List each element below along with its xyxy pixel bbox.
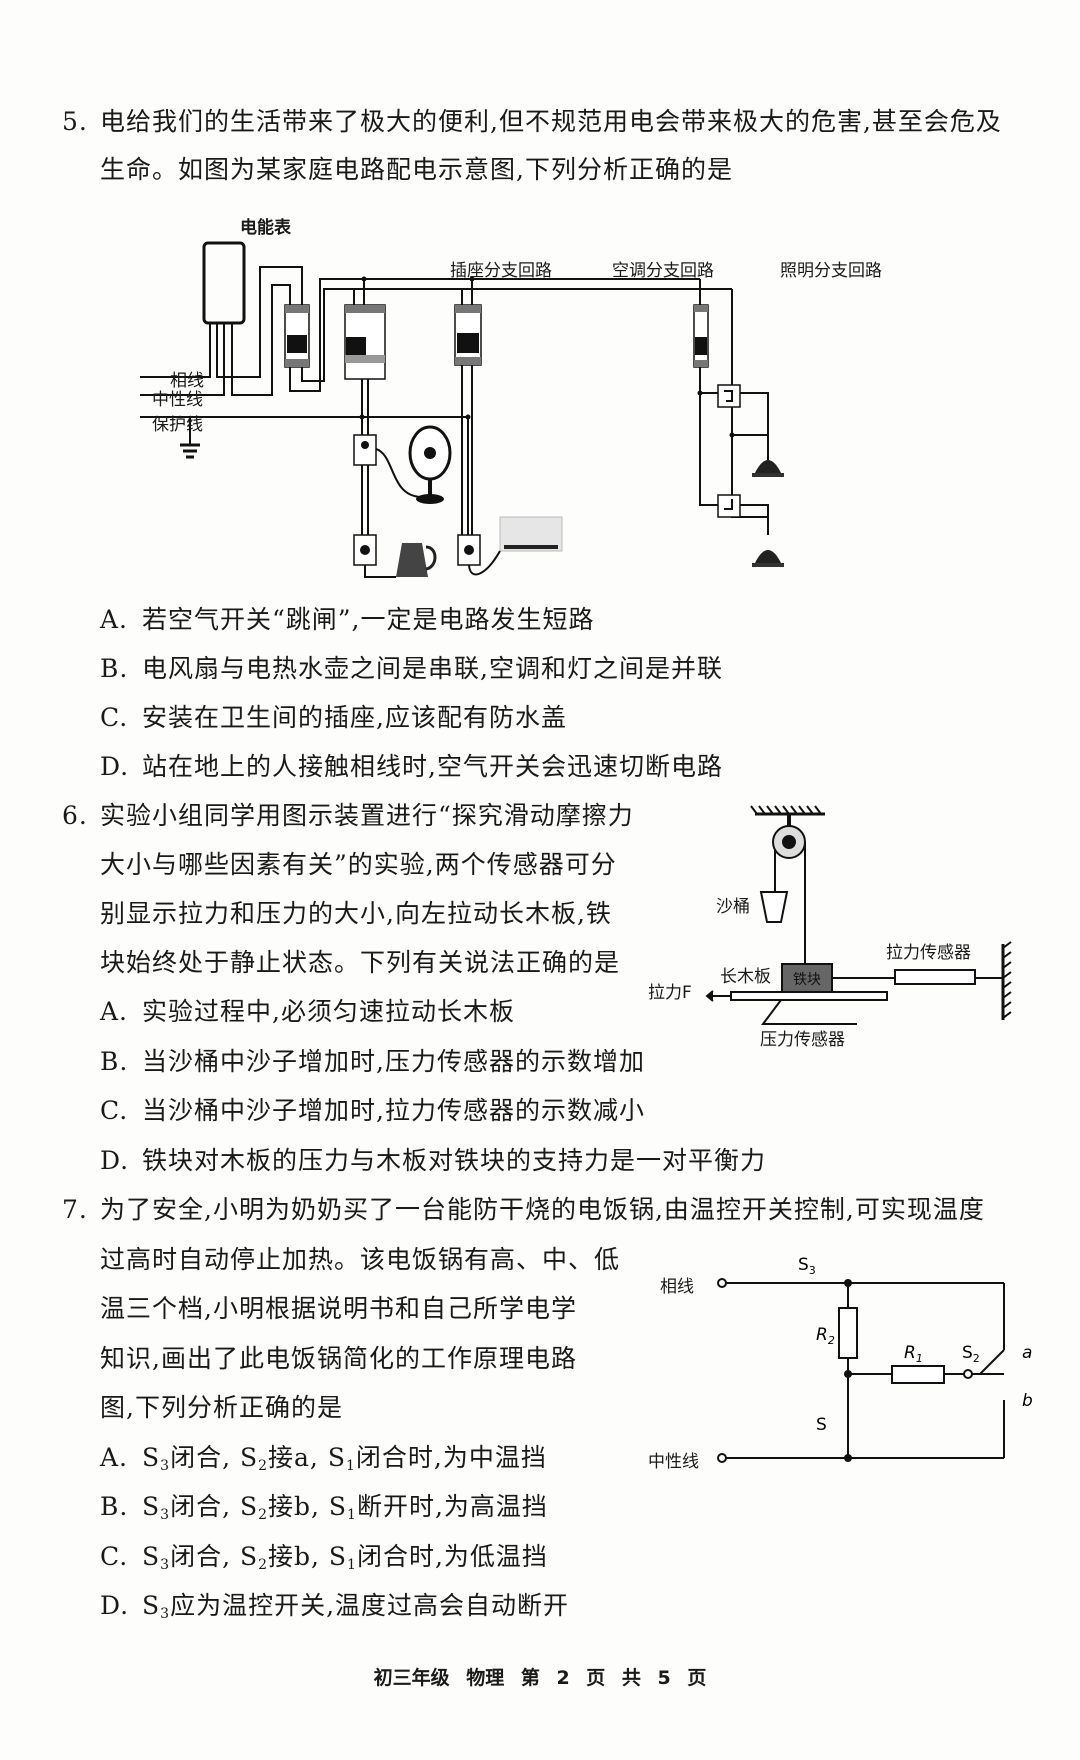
bucket-label: 沙桶 bbox=[716, 897, 750, 917]
q7-option-c: C.S3闭合, S2接b, S1闭合时,为低温挡 bbox=[100, 1542, 548, 1573]
q7-rice-cooker-circuit-diagram: S3 R2 R1 S2 S a b bbox=[717, 1255, 1033, 1463]
q5-wiring-diagram bbox=[140, 241, 784, 578]
protective-wire-label: 保护线 bbox=[152, 415, 203, 435]
light-switch-1-icon bbox=[717, 384, 741, 408]
neutral-wire-label: 中性线 bbox=[152, 390, 203, 410]
q5-stem-line-2: 生命。如图为某家庭电路配电示意图,下列分析正确的是 bbox=[100, 155, 733, 184]
q6-option-a: A.实验过程中,必须匀速拉动长木板 bbox=[100, 997, 515, 1026]
lighting-breaker-icon bbox=[693, 304, 709, 368]
block-label: 铁块 bbox=[793, 972, 821, 988]
svg-text:a: a bbox=[1022, 1343, 1032, 1363]
q6-stem-line-3: 别显示拉力和压力的大小,向左拉动长木板,铁 bbox=[100, 899, 612, 928]
socket-breaker-icon bbox=[344, 304, 386, 380]
q6-number: 6. bbox=[62, 801, 88, 830]
q7-stem-line-4: 知识,画出了此电饭锅简化的工作原理电路 bbox=[100, 1344, 577, 1373]
svg-text:S: S bbox=[816, 1415, 827, 1435]
ceiling-lamp-1-icon bbox=[752, 460, 784, 477]
q5-option-a: A.若空气开关“跳闸”,一定是电路发生短路 bbox=[100, 605, 595, 634]
q7-stem-line-5: 图,下列分析正确的是 bbox=[100, 1393, 343, 1422]
socket-kettle-icon bbox=[353, 534, 377, 566]
svg-text:R1: R1 bbox=[904, 1343, 923, 1365]
svg-text:b: b bbox=[1022, 1391, 1033, 1411]
ceiling-lamp-2-icon bbox=[752, 550, 784, 567]
q6-option-d: D.铁块对木板的压力与木板对铁块的支持力是一对平衡力 bbox=[100, 1146, 767, 1175]
electric-fan-icon bbox=[375, 425, 452, 504]
main-breaker-icon bbox=[284, 304, 310, 368]
board-label: 长木板 bbox=[720, 967, 771, 987]
force-label: 拉力F bbox=[648, 983, 692, 1003]
q7-stem-line-1: 7.为了安全,小明为奶奶买了一台能防干烧的电饭锅,由温控开关控制,可实现温度 bbox=[62, 1195, 985, 1224]
q6-stem-line-4: 块始终处于静止状态。下列有关说法正确的是 bbox=[100, 948, 621, 977]
lighting-branch-label: 照明分支回路 bbox=[780, 261, 882, 281]
q5-option-b: B.电风扇与电热水壶之间是串联,空调和灯之间是并联 bbox=[100, 654, 723, 683]
meter-label: 电能表 bbox=[240, 218, 291, 238]
q5-number: 5. bbox=[62, 107, 88, 136]
neutral-wire-label: 中性线 bbox=[648, 1452, 699, 1472]
q7-number: 7. bbox=[62, 1195, 88, 1224]
light-switch-2-icon bbox=[717, 494, 741, 518]
socket-ac-icon bbox=[457, 534, 481, 566]
q6-stem-line-1: 6.实验小组同学用图示装置进行“探究滑动摩擦力 bbox=[62, 801, 634, 830]
socket-fan-icon bbox=[353, 434, 377, 466]
q5-option-d: D.站在地上的人接触相线时,空气开关会迅速切断电路 bbox=[100, 752, 723, 781]
svg-text:S2: S2 bbox=[962, 1343, 980, 1365]
air-conditioner-icon bbox=[468, 516, 563, 576]
ac-breaker-icon bbox=[454, 304, 482, 366]
q7-stem-line-2: 过高时自动停止加热。该电饭锅有高、中、低 bbox=[100, 1245, 621, 1274]
q6-stem-line-2: 大小与哪些因素有关”的实验,两个传感器可分 bbox=[100, 850, 617, 879]
page-footer: 初三年级 物理 第 2 页 共 5 页 bbox=[373, 1667, 707, 1689]
svg-text:R2: R2 bbox=[816, 1325, 835, 1347]
electric-kettle-icon bbox=[364, 543, 437, 578]
pull-sensor-label: 拉力传感器 bbox=[886, 943, 971, 963]
q7-option-a: A.S3闭合, S2接a, S1闭合时,为中温挡 bbox=[100, 1443, 547, 1474]
socket-branch-label: 插座分支回路 bbox=[450, 261, 552, 281]
iron-block-icon bbox=[781, 963, 833, 993]
q6-option-c: C.当沙桶中沙子增加时,拉力传感器的示数减小 bbox=[100, 1096, 645, 1125]
pressure-sensor-label: 压力传感器 bbox=[760, 1030, 845, 1050]
q6-option-b: B.当沙桶中沙子增加时,压力传感器的示数增加 bbox=[100, 1047, 645, 1076]
live-wire-label: 相线 bbox=[660, 1277, 694, 1297]
q5-option-c: C.安装在卫生间的插座,应该配有防水盖 bbox=[100, 703, 567, 732]
ac-branch-label: 空调分支回路 bbox=[612, 261, 714, 281]
live-wire-label: 相线 bbox=[170, 371, 204, 391]
q7-option-d: D.S3应为温控开关,温度过高会自动断开 bbox=[100, 1591, 570, 1622]
q5-stem-line-1: 5.电给我们的生活带来了极大的便利,但不规范用电会带来极大的危害,甚至会危及 bbox=[62, 107, 1002, 136]
q6-friction-apparatus-diagram: 铁块 bbox=[705, 805, 1012, 1025]
q7-option-b: B.S3闭合, S2接b, S1断开时,为高温挡 bbox=[100, 1492, 548, 1523]
q7-stem-line-3: 温三个档,小明根据说明书和自己所学电学 bbox=[100, 1294, 577, 1323]
svg-text:S3: S3 bbox=[798, 1255, 816, 1277]
